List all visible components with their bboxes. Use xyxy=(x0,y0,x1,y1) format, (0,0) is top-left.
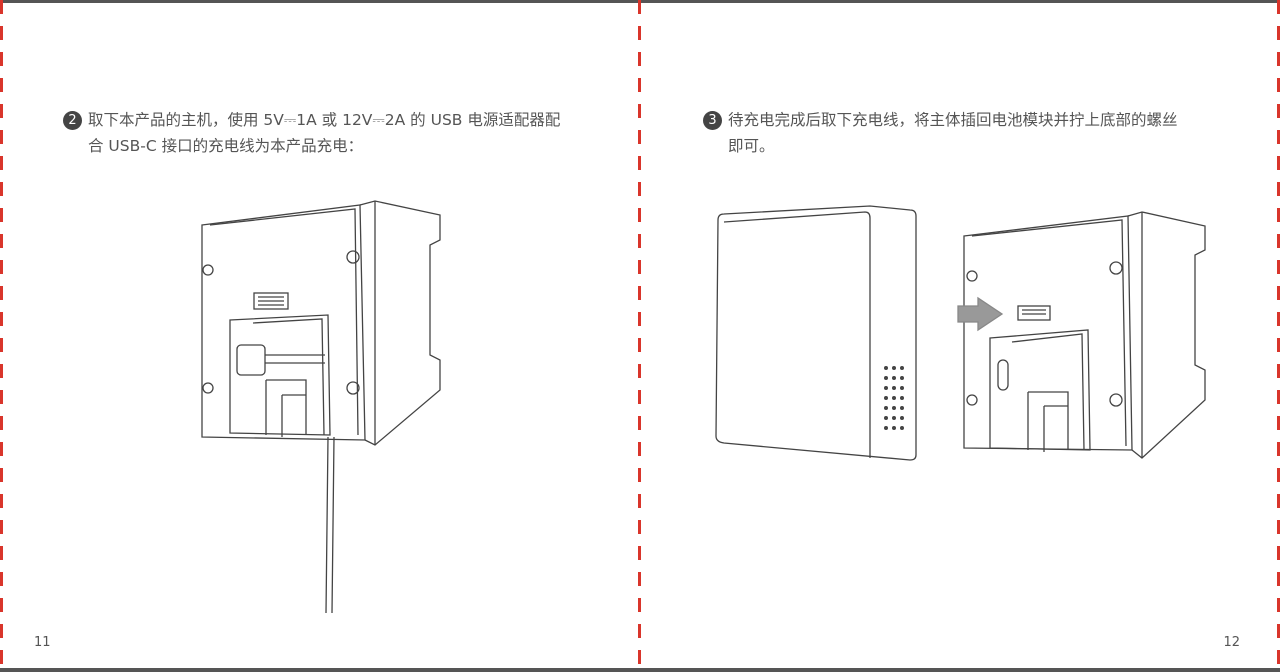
cut-line-right xyxy=(1277,0,1280,672)
step-2-instruction: 2 取下本产品的主机，使用 5V⎓1A 或 12V⎓2A 的 USB 电源适配器配… xyxy=(63,107,560,159)
arrow-right-icon xyxy=(957,296,1004,332)
step-number-badge: 2 xyxy=(63,111,82,130)
step-number-badge: 3 xyxy=(703,111,722,130)
step-text-line2: 即可。 xyxy=(728,137,775,155)
step-text-line2: 合 USB-C 接口的充电线为本产品充电： xyxy=(88,137,364,155)
page-number-left: 11 xyxy=(34,635,51,650)
step-text-line1: 待充电完成后取下充电线，将主体插回电池模块并拧上底部的螺丝 xyxy=(728,111,1178,129)
reassembly-illustration xyxy=(715,205,1206,461)
step-text-line1: 取下本产品的主机，使用 5V⎓1A 或 12V⎓2A 的 USB 电源适配器配 xyxy=(88,111,561,129)
cut-line-center xyxy=(638,0,641,672)
cut-line-left xyxy=(0,0,3,672)
charging-illustration xyxy=(201,200,441,614)
page-number-right: 12 xyxy=(1223,635,1240,650)
step-3-instruction: 3 待充电完成后取下充电线，将主体插回电池模块并拧上底部的螺丝 即可。 xyxy=(703,107,1178,159)
